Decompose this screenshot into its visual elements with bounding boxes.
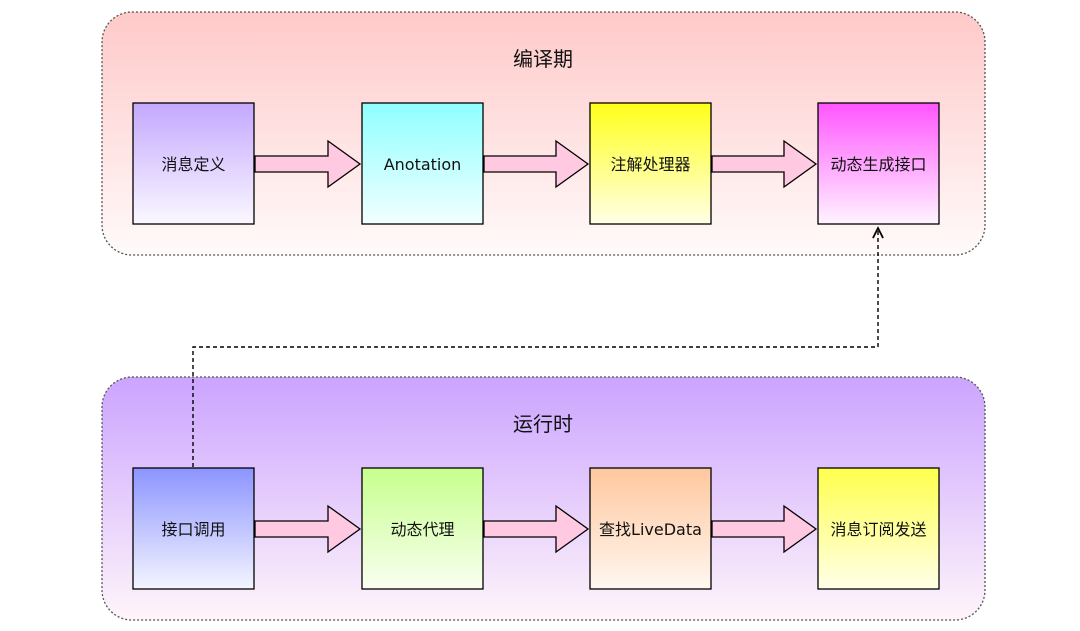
group-title: 运行时 xyxy=(513,412,573,436)
group-title: 编译期 xyxy=(513,47,573,71)
step-node: 查找LiveData xyxy=(589,467,712,590)
flow-arrow xyxy=(711,139,818,189)
step-box xyxy=(132,467,255,590)
flow-arrow xyxy=(254,504,362,554)
group-container xyxy=(101,11,986,256)
step-box xyxy=(589,102,712,225)
step-node: 动态代理 xyxy=(361,467,484,590)
step-box xyxy=(817,102,940,225)
group-compile-time: 编译期 消息定义 Anotation 注解处理器 动态生成接口 xyxy=(101,11,986,256)
flow-arrow xyxy=(483,504,590,554)
step-label: 接口调用 xyxy=(161,520,225,539)
step-box xyxy=(817,467,940,590)
step-node: Anotation xyxy=(361,102,484,225)
group-run-time: 运行时 接口调用 动态代理 查找LiveData 消息订阅发送 xyxy=(101,376,986,621)
step-node: 注解处理器 xyxy=(589,102,712,225)
step-node: 动态生成接口 xyxy=(817,102,940,225)
step-node: 接口调用 xyxy=(132,467,255,590)
flow-arrow xyxy=(483,139,590,189)
step-box xyxy=(132,102,255,225)
step-node: 消息定义 xyxy=(132,102,255,225)
step-label: 查找LiveData xyxy=(599,520,702,539)
step-label: 消息定义 xyxy=(161,155,225,174)
flow-arrow xyxy=(711,504,818,554)
step-box xyxy=(589,467,712,590)
step-box xyxy=(361,467,484,590)
step-label: 注解处理器 xyxy=(610,155,690,174)
step-box xyxy=(361,102,484,225)
step-label: 消息订阅发送 xyxy=(830,520,926,539)
group-container xyxy=(101,376,986,621)
step-label: 动态生成接口 xyxy=(830,155,926,174)
dashed-connector xyxy=(192,228,878,467)
flow-arrow xyxy=(254,139,362,189)
step-label: Anotation xyxy=(384,155,462,174)
step-node: 消息订阅发送 xyxy=(817,467,940,590)
step-label: 动态代理 xyxy=(390,520,454,539)
